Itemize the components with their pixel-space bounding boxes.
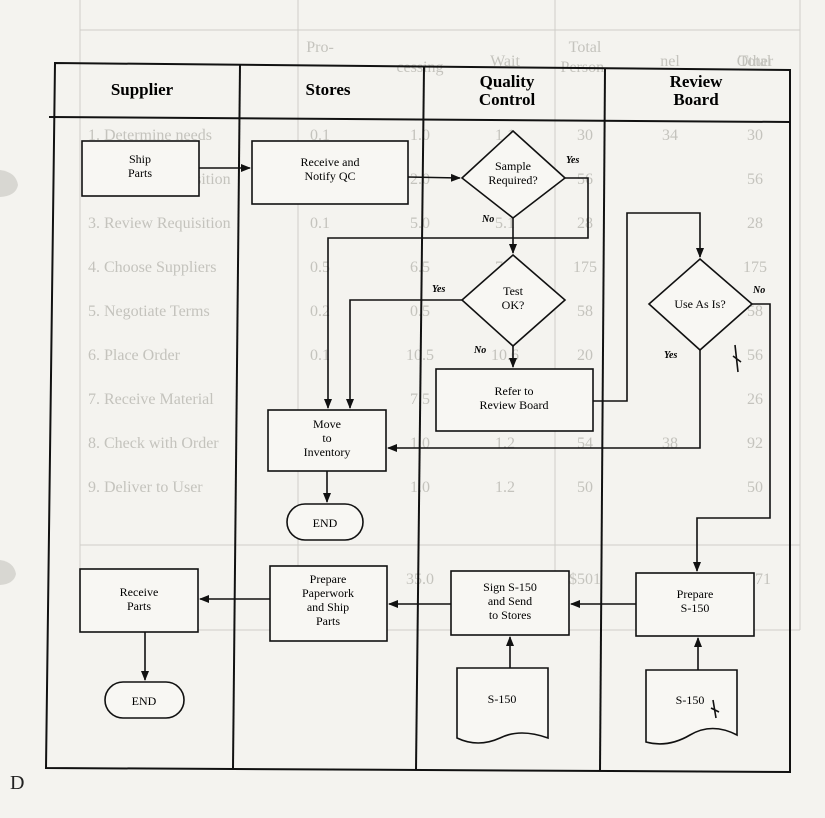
node-refer-review-board xyxy=(435,368,594,432)
ghost-table-cell: 56 xyxy=(747,171,763,188)
node-sign-s150 xyxy=(450,570,570,636)
label-no-test: No xyxy=(473,345,486,356)
label-yes-useasis: Yes xyxy=(664,350,677,361)
ghost-header-cell: Wait xyxy=(490,53,520,70)
ghost-table-cell: 4. Choose Suppliers xyxy=(88,259,216,276)
ghost-table-cell: 28 xyxy=(747,215,763,232)
node-receive-notify-qc xyxy=(251,140,409,205)
ghost-table-cell: 1. Determine needs xyxy=(88,127,212,144)
ghost-table-cell: 0.1 xyxy=(310,127,330,144)
ghost-table-cell: 0.2 xyxy=(310,303,330,320)
label-document-s150-rb: S-150 xyxy=(676,693,705,707)
ghost-header-cell: Total xyxy=(569,39,602,56)
ghost-table-cell: 58 xyxy=(747,303,763,320)
ghost-table-cell: 30 xyxy=(747,127,763,144)
label-end-top: END xyxy=(313,516,338,530)
ghost-table-cell: 0.5 xyxy=(310,259,330,276)
node-document-s150-rb xyxy=(645,669,738,745)
edge-receive-to-sample xyxy=(407,173,461,182)
ghost-table-cell: 7. Receive Material xyxy=(88,391,214,408)
label-use-as-is: Use As Is? xyxy=(674,297,725,311)
node-document-s150-qc xyxy=(456,667,549,744)
ghost-table-cell: 56 xyxy=(577,171,593,188)
node-ship-parts xyxy=(81,140,200,197)
ghost-table-cell: 5.0 xyxy=(410,215,430,232)
ghost-table-cell: 6. Place Order xyxy=(88,347,181,364)
node-receive-parts xyxy=(79,568,199,633)
ghost-table-cell: 6.5 xyxy=(410,259,430,276)
ghost-header-cell: Other xyxy=(737,53,774,70)
swimlane-frame xyxy=(44,61,791,774)
lane-header-stores: Stores xyxy=(305,80,350,99)
ghost-table-cell: 175 xyxy=(573,259,597,276)
ghost-header-cell: Total xyxy=(739,53,772,70)
ghost-table-cell: 30 xyxy=(577,127,593,144)
ghost-table-cell: 20 xyxy=(577,347,593,364)
binder-hole-top xyxy=(0,170,18,197)
node-prepare-paperwork xyxy=(269,565,388,642)
ghost-table-cell: 9. Deliver to User xyxy=(88,479,203,496)
edge-useasis-no-to-prepare xyxy=(693,303,771,572)
label-document-s150-qc: S-150 xyxy=(488,692,517,706)
ghost-table-cell: 0.5 xyxy=(410,303,430,320)
ghost-table-cell: 35.0 xyxy=(406,571,434,588)
label-yes-test: Yes xyxy=(432,284,445,295)
ghost-header-cell: Pro- xyxy=(306,39,334,56)
ghost-table-cell: 175 xyxy=(743,259,767,276)
ghost-table-cell: 92 xyxy=(747,435,763,452)
ghost-table-cell: 2.0 xyxy=(410,171,430,188)
edge-test-yes-to-move xyxy=(346,299,462,409)
edge-useasis-yes-to-move xyxy=(387,350,701,452)
ghost-table-cell: $501 xyxy=(569,571,601,588)
ghost-table-cell: 5. Negotiate Terms xyxy=(88,303,210,320)
node-end-bottom xyxy=(104,681,185,719)
edge-sample-yes-to-move xyxy=(324,177,589,409)
ghost-table-cell: 56 xyxy=(747,347,763,364)
ghost-table-cell: 1.2 xyxy=(495,479,515,496)
ghost-table-cell: 28 xyxy=(577,215,593,232)
ghost-table-cell: 34 xyxy=(662,127,678,144)
ghost-table-cell: 8. Check with Order xyxy=(88,435,219,452)
ghost-header-cell: nel xyxy=(660,53,680,70)
ghost-header-cell: cessing xyxy=(396,59,443,76)
ghost-table-cell: 26 xyxy=(747,391,763,408)
binder-hole-bottom xyxy=(0,560,16,585)
label-yes-sample: Yes xyxy=(566,155,579,166)
ghost-table-cell: 0.1 xyxy=(310,215,330,232)
node-end-top xyxy=(286,503,364,541)
ghost-table-cell: 50 xyxy=(577,479,593,496)
ghost-table-cell: 3. Review Requisition xyxy=(88,215,231,232)
label-no-sample: No xyxy=(481,214,494,225)
ghost-table-cell: 50 xyxy=(747,479,763,496)
label-no-useasis: No xyxy=(752,285,765,296)
footer-text-fragment: D xyxy=(10,772,25,794)
lane-header-supplier: Supplier xyxy=(111,80,174,99)
ghost-table-cell: 5.1 xyxy=(495,215,515,232)
edge-refer-to-useasis xyxy=(593,212,704,402)
label-end-bottom: END xyxy=(132,694,157,708)
ghost-table-cell: 58 xyxy=(577,303,593,320)
node-prepare-s150 xyxy=(635,572,755,637)
ghost-table-cell: 1.0 xyxy=(410,127,430,144)
pen-marks xyxy=(710,344,742,719)
ghost-table-cell: 0.1 xyxy=(310,347,330,364)
